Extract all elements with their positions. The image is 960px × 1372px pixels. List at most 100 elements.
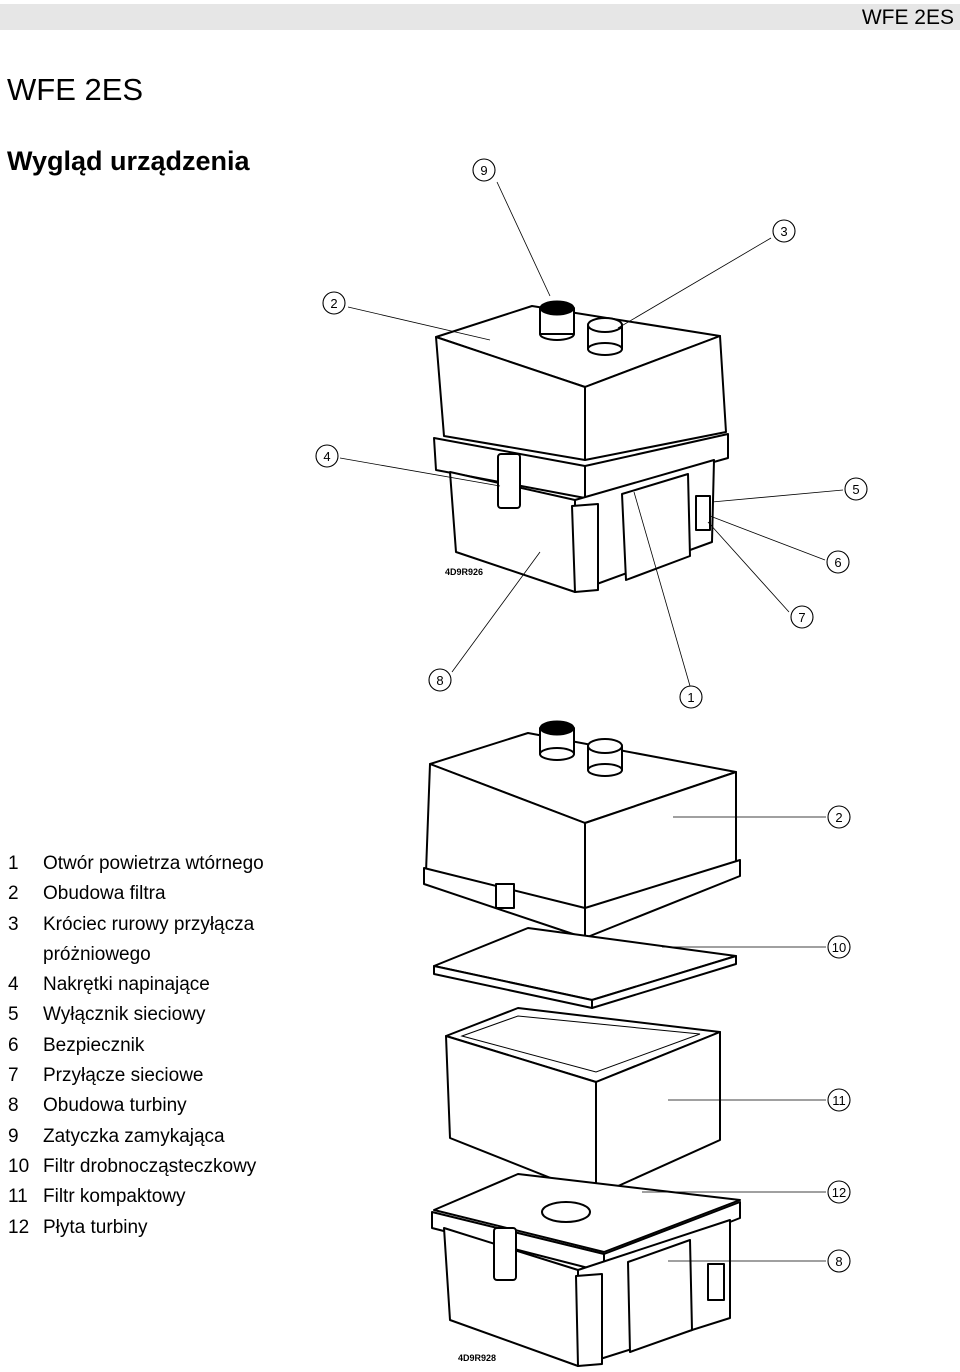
callout-8-bottom: 8: [827, 1249, 851, 1273]
svg-text:7: 7: [798, 610, 805, 625]
legend-number: 10: [8, 1155, 30, 1177]
compact-filter-inner-rim: [460, 1015, 701, 1073]
legend-number: 1: [8, 853, 19, 874]
legend-item: 2 Obudowa filtra: [8, 879, 343, 909]
tensioning-nut: [497, 453, 521, 509]
legend-item: 3 Króciec rurowy przyłącza próżniowego: [8, 910, 343, 971]
air-opening-exploded: [627, 1239, 693, 1353]
header-title: WFE 2ES: [861, 6, 954, 29]
callout-1: 1: [679, 685, 703, 709]
svg-text:1: 1: [687, 690, 694, 705]
corner-post: [571, 503, 599, 593]
drawing-code-bottom: 4D9R928: [458, 1353, 496, 1363]
svg-text:3: 3: [780, 224, 787, 239]
legend-item: 4 Nakrętki napinające: [8, 970, 343, 1000]
leader-4: [339, 457, 501, 487]
leader-2: [347, 306, 491, 341]
legend-text: Wyłącznik sieciowy: [43, 1004, 206, 1026]
svg-text:6: 6: [834, 555, 841, 570]
filter-housing-rim-right: [584, 859, 741, 939]
document-title: WFE 2ES: [7, 72, 144, 107]
callout-11: 11: [827, 1088, 851, 1112]
legend-text: Filtr kompaktowy: [43, 1186, 186, 1208]
leader-6: [709, 515, 826, 561]
legend-item: 7 Przyłącze sieciowe: [8, 1061, 343, 1091]
exploded-device-drawing: 4D9R928: [423, 720, 741, 1367]
leader-9: [496, 181, 551, 297]
leader-8: [451, 551, 541, 673]
leader-3: [617, 237, 772, 329]
tensioning-nut-exploded: [495, 883, 515, 909]
legend-number: 6: [8, 1034, 19, 1056]
tensioning-nut-exploded-lower: [493, 1227, 517, 1281]
air-opening: [621, 473, 691, 581]
legend-item: 5 Wyłącznik sieciowy: [8, 1000, 343, 1030]
svg-text:8: 8: [436, 673, 443, 688]
legend-text: Obudowa turbiny: [43, 1095, 187, 1117]
legend-item: 6 Bezpiecznik: [8, 1031, 343, 1061]
legend-item: 10 Filtr drobnocząsteczkowy: [8, 1152, 343, 1182]
legend-number: 8: [8, 1095, 19, 1117]
fine-particle-filter: [433, 927, 737, 1001]
callout-8: 8: [428, 668, 452, 692]
legend-text: Nakrętki napinające: [43, 974, 210, 996]
leader-1: [633, 491, 691, 687]
callout-12: 12: [827, 1180, 851, 1204]
vacuum-pipe-base: [587, 342, 623, 356]
legend-text: Bezpiecznik: [43, 1034, 145, 1056]
rim-right: [584, 433, 729, 499]
callout-2-bottom: 2: [827, 805, 851, 829]
svg-text:9: 9: [480, 163, 487, 178]
closing-cap-exploded: [539, 720, 575, 736]
vacuum-pipe-base-exploded: [587, 763, 623, 777]
legend-number: 2: [8, 883, 19, 905]
callout-3: 3: [772, 219, 796, 243]
drawing-code-top: 4D9R926: [445, 567, 483, 577]
section-title: Wygląd urządzenia: [7, 146, 250, 176]
legend-number: 9: [8, 1125, 19, 1147]
legend-item: 11 Filtr kompaktowy: [8, 1182, 343, 1212]
svg-text:5: 5: [852, 482, 859, 497]
turbine-plate-opening: [541, 1201, 591, 1223]
legend-text: Otwór powietrza wtórnego: [43, 853, 264, 874]
legend-number: 12: [8, 1216, 30, 1238]
legend-item: 1 Otwór powietrza wtórnego: [8, 849, 343, 879]
legend-text: Zatyczka zamykająca: [43, 1125, 225, 1147]
filter-housing-right-face: [584, 335, 727, 461]
legend-text: Obudowa filtra: [43, 883, 166, 905]
svg-text:8: 8: [835, 1254, 842, 1269]
vacuum-pipe-opening-exploded: [587, 738, 623, 754]
callout-2: 2: [322, 291, 346, 315]
callout-4: 4: [315, 444, 339, 468]
parts-legend: 1 Otwór powietrza wtórnego 2 Obudowa filtr…: [8, 849, 343, 1243]
cap-pipe-base-exploded: [539, 747, 575, 761]
legend-number: 11: [8, 1186, 28, 1208]
leader-5: [711, 489, 844, 503]
svg-text:11: 11: [832, 1093, 846, 1108]
closing-cap: [539, 300, 575, 316]
legend-number: 7: [8, 1065, 19, 1087]
leader-7: [707, 521, 790, 613]
vacuum-pipe-opening: [587, 317, 623, 333]
legend-item: 9 Zatyczka zamykająca: [8, 1122, 343, 1152]
legend-number: 5: [8, 1004, 19, 1026]
legend-text: Przyłącze sieciowe: [43, 1065, 204, 1087]
svg-text:2: 2: [835, 810, 842, 825]
legend-number: 3: [8, 913, 19, 935]
switch-panel-exploded: [707, 1263, 725, 1301]
legend-number: 4: [8, 974, 19, 996]
callout-5: 5: [844, 477, 868, 501]
svg-text:10: 10: [832, 940, 846, 955]
compact-filter-right: [595, 1031, 721, 1197]
legend-text: Króciec rurowy przyłącza próżniowego: [43, 913, 255, 965]
callout-7: 7: [790, 605, 814, 629]
header-bar: WFE 2ES: [0, 4, 960, 30]
svg-text:12: 12: [832, 1185, 846, 1200]
corner-post-exploded: [575, 1273, 603, 1367]
legend-text: Filtr drobnocząsteczkowy: [43, 1155, 257, 1177]
callout-6: 6: [826, 550, 850, 574]
assembled-device-drawing: 4D9R926: [433, 300, 729, 593]
callout-9: 9: [472, 158, 496, 182]
